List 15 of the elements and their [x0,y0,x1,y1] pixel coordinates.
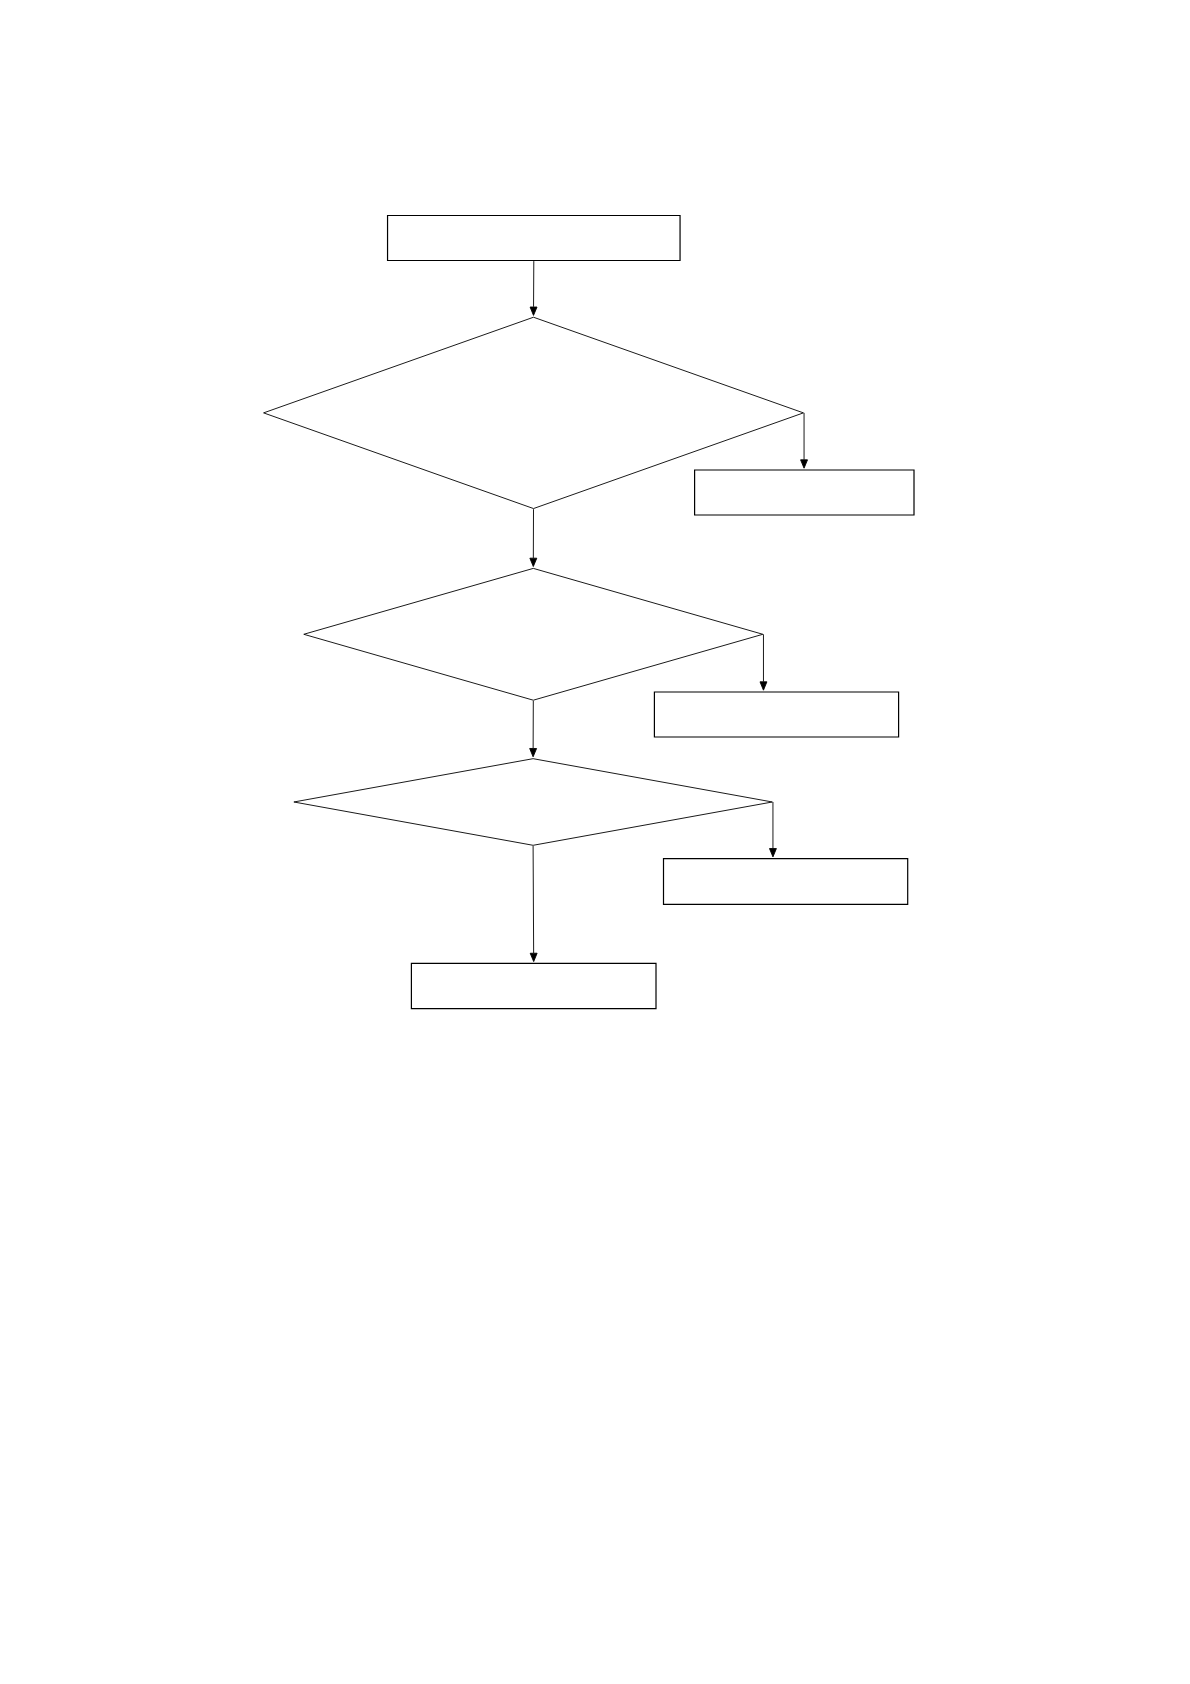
process-box [662,858,909,905]
arrow [529,700,538,758]
arrow [759,633,768,691]
process-box [386,214,681,262]
process-box [653,691,900,738]
decision-diamond [303,567,764,701]
arrow [529,508,538,567]
decision-diamond [263,316,804,509]
arrow [529,260,538,316]
decision-diamond [293,758,773,846]
arrow [529,845,538,963]
arrow [769,801,777,858]
arrow [800,412,808,469]
process-box [694,469,915,516]
process-box [410,962,657,1010]
